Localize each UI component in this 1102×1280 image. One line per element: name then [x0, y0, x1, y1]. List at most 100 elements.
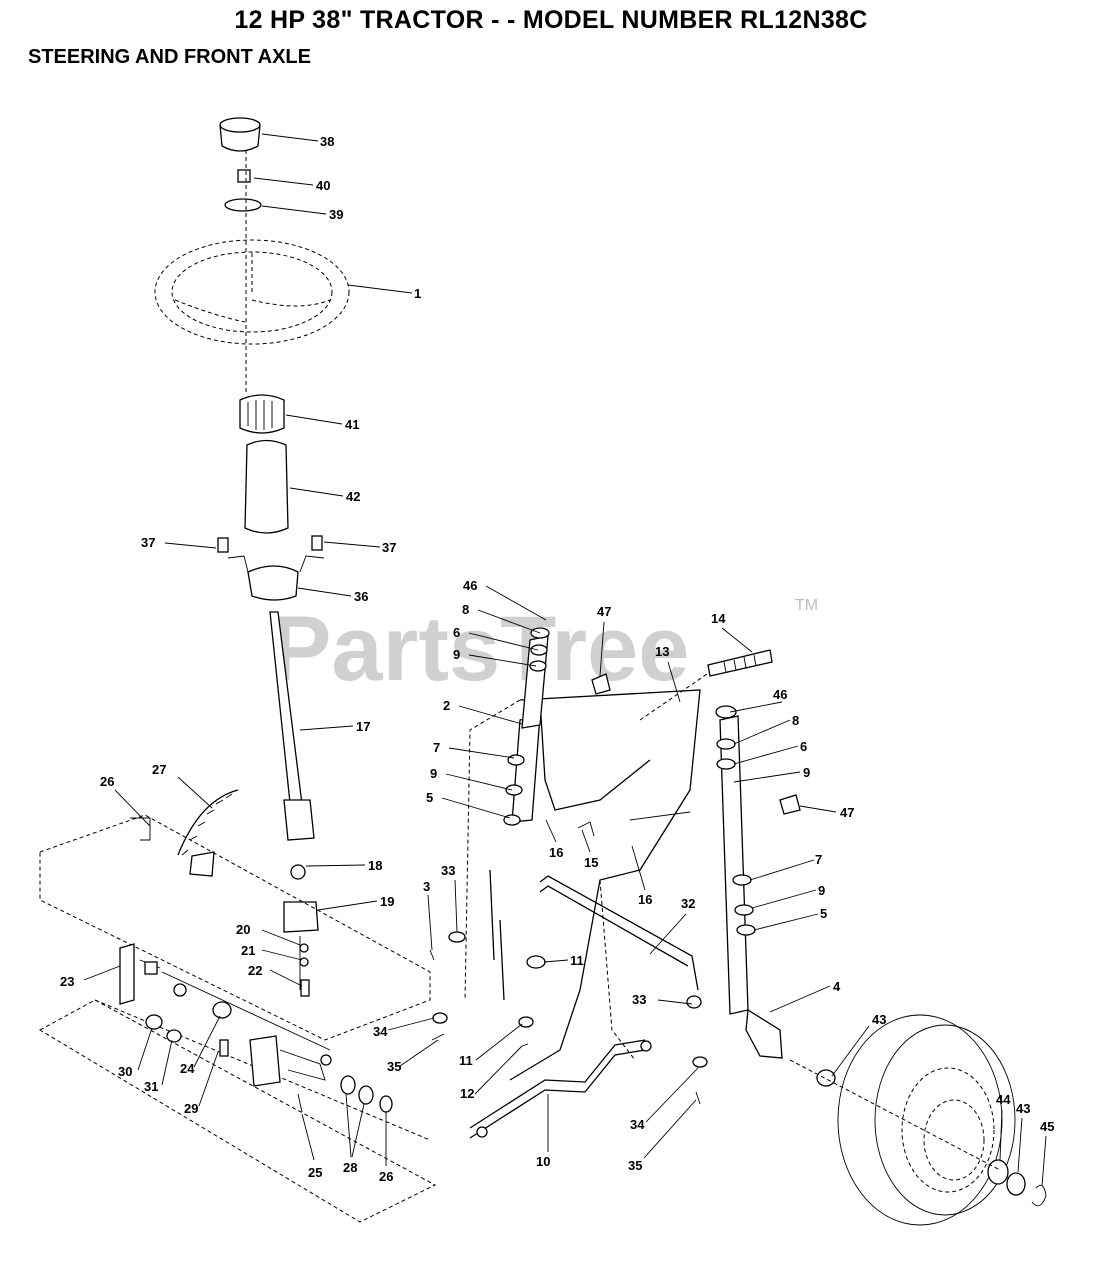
callout-8-left: 8 — [462, 602, 469, 617]
callout-11-upper: 11 — [570, 953, 584, 968]
callout-35-right: 35 — [628, 1158, 642, 1173]
callout-leader — [458, 705, 523, 725]
callout-leader — [305, 864, 366, 867]
callout-15: 15 — [584, 855, 598, 870]
callout-leader — [253, 177, 314, 186]
callout-leader — [545, 819, 557, 843]
callout-leader — [645, 1067, 699, 1123]
callout-3: 3 — [423, 879, 430, 894]
callout-9-right-lower: 9 — [818, 883, 825, 898]
callout-6-left: 6 — [453, 625, 460, 640]
callout-43-lower: 43 — [1016, 1101, 1030, 1116]
callout-4: 4 — [833, 979, 841, 994]
front-axle — [509, 689, 701, 1081]
steering-wheel — [154, 239, 350, 345]
callout-leader — [733, 745, 799, 765]
callout-leader — [733, 771, 801, 783]
callout-20: 20 — [236, 922, 250, 937]
callout-9-right-upper: 9 — [803, 765, 810, 780]
watermark-trademark: TM — [795, 597, 818, 614]
callout-33-right: 33 — [632, 992, 646, 1007]
callout-22: 22 — [248, 963, 262, 978]
callout-leader — [351, 1103, 365, 1158]
callout-leader — [261, 929, 301, 946]
steering-nut — [237, 169, 251, 183]
callout-leader — [649, 913, 687, 955]
callout-leader — [475, 1023, 523, 1061]
callout-leader — [454, 879, 458, 933]
callout-leader — [468, 632, 539, 651]
callout-6-right: 6 — [800, 739, 807, 754]
callout-21: 21 — [241, 943, 255, 958]
callout-leader — [137, 1027, 153, 1071]
callout-leader — [733, 719, 791, 745]
callout-38: 38 — [320, 134, 334, 149]
callout-leader — [164, 542, 217, 549]
callout-27: 27 — [152, 762, 166, 777]
callout-42: 42 — [346, 489, 360, 504]
callout-leader — [831, 1025, 870, 1077]
sector-gear — [177, 789, 239, 856]
callout-leader — [289, 487, 344, 497]
callout-leader — [261, 205, 327, 215]
callout-11-lower: 11 — [459, 1053, 473, 1068]
callout-7-left: 7 — [433, 740, 440, 755]
callout-leader — [631, 845, 646, 891]
callout-leader — [193, 1015, 221, 1068]
callout-leader — [323, 541, 381, 548]
callout-43-upper: 43 — [872, 1012, 886, 1027]
callout-13: 13 — [655, 644, 669, 659]
callout-leader — [749, 859, 815, 881]
callout-39: 39 — [329, 207, 343, 222]
callout-leader — [299, 725, 354, 731]
callout-26-upper: 26 — [100, 774, 114, 789]
callout-leader — [474, 1045, 523, 1095]
callout-leader — [387, 1017, 435, 1031]
callout-leader — [721, 627, 753, 653]
callout-leader — [729, 701, 783, 713]
callout-leader — [999, 1109, 1003, 1161]
callout-34-left: 34 — [373, 1024, 388, 1039]
callout-leader — [269, 969, 303, 987]
callout-leader — [477, 609, 541, 634]
callout-40: 40 — [316, 178, 330, 193]
callout-leader — [485, 585, 547, 621]
callout-leader — [285, 414, 343, 425]
callout-leader — [657, 999, 693, 1005]
callout-2: 2 — [443, 698, 450, 713]
callout-leader — [1017, 1117, 1023, 1173]
callout-31: 31 — [144, 1079, 158, 1094]
callout-leader — [347, 284, 413, 294]
callout-28: 28 — [343, 1160, 357, 1175]
steering-gear — [283, 901, 319, 933]
callout-leader — [753, 913, 819, 931]
callout-19: 19 — [380, 894, 394, 909]
callout-44: 44 — [996, 1092, 1011, 1107]
callout-1: 1 — [414, 286, 421, 301]
callout-leader — [769, 985, 831, 1013]
callout-37-left: 37 — [141, 535, 155, 550]
callout-9-left-upper: 9 — [453, 647, 460, 662]
callout-leader — [317, 900, 378, 911]
callout-leader — [799, 805, 837, 813]
drag-link — [539, 875, 699, 991]
callout-leader — [441, 797, 511, 819]
callout-7-right: 7 — [815, 852, 822, 867]
diagram-title: 12 HP 38" TRACTOR - - MODEL NUMBER RL12N… — [234, 6, 868, 34]
callout-16-left: 16 — [549, 845, 563, 860]
steering-adapter — [239, 394, 285, 434]
callout-leader — [161, 1039, 173, 1086]
callout-leader — [177, 776, 213, 809]
callout-leader — [261, 133, 319, 142]
callout-46-left: 46 — [463, 578, 477, 593]
steering-cap — [219, 117, 261, 133]
callout-9-left-lower: 9 — [430, 766, 437, 781]
callout-16-right: 16 — [638, 892, 652, 907]
callout-46-right: 46 — [773, 687, 787, 702]
callout-leader — [301, 1113, 315, 1161]
callout-30: 30 — [118, 1064, 132, 1079]
callout-5-right: 5 — [820, 906, 827, 921]
callout-26-lower: 26 — [379, 1169, 393, 1184]
callout-14: 14 — [711, 611, 726, 626]
